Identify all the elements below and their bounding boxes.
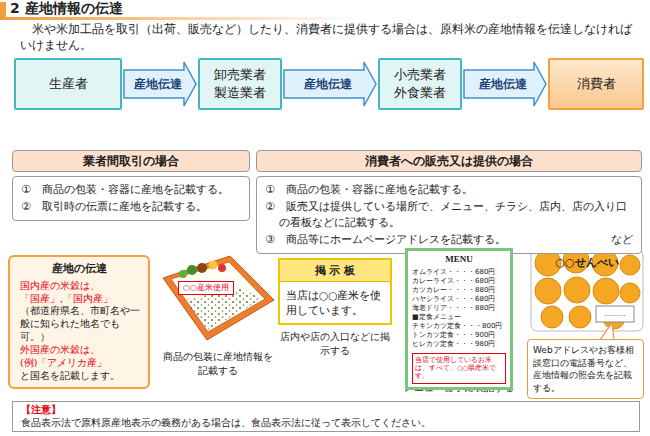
caption: 店内や店の入口などに掲示する [276, 330, 394, 357]
text-group: 掲 示 板 [280, 260, 390, 282]
caption: 商品の包装に産地情報を記載する [160, 350, 275, 377]
node-text: トンカツ定食・・・900円 [412, 331, 506, 340]
text-group: 卸売業者 製造業者 [210, 66, 270, 102]
bento-food [209, 261, 218, 270]
arrow-label: 産地伝達 [464, 75, 542, 93]
callout-pointer [600, 323, 614, 340]
process-box: 消費者 [548, 58, 644, 110]
text-group: 業者間取引の場合 [12, 150, 250, 172]
bento-food [187, 265, 197, 275]
bento-food [197, 263, 207, 273]
flow-arrow [284, 62, 376, 106]
node-text: （都道府県名、市町名や一般に知られた地名でも可。） [16, 305, 142, 343]
senbei-package [531, 249, 643, 331]
intro-text: 米や米加工品を取引（出荷、販売など）したり、消費者に提供する場合は、原料米の産地… [20, 22, 635, 53]
node-text: と国名を記載します。 [16, 370, 142, 383]
text-group: ① 商品の包装・容器に産地を記載する。② 販売又は提供している場所で、メニュー、… [256, 176, 642, 254]
node-text: 海老ドリア・・・・880円 [412, 304, 506, 313]
node-text: 小売業者 外食業者 [390, 66, 450, 102]
text-group: 小売業者 外食業者 [390, 66, 450, 102]
bento-tray [163, 256, 274, 340]
menu-note: 当店で使用しているお米は、すべて、○○県産米です。 [412, 353, 506, 384]
text-group: 産地の伝達国内産の米穀は、「国産」,「国内産」（都道府県名、市町名や一般に知られ… [16, 262, 142, 382]
tag-text: ……… [597, 308, 633, 320]
node-text: (例)「アメリカ産」 [16, 357, 142, 370]
node-text: Webアドレスやお客様相談窓口の電話番号など、産地情報の照会先を記載する。 [533, 344, 638, 394]
text-group: MENU オムライス・・・・680円カレーライス・・・680円カツカレー・・・・8… [412, 254, 506, 350]
bento-food [218, 264, 226, 272]
node-text: 業者間取引の場合 [13, 151, 249, 171]
node-text: チキンカツ定食・・・800円 [412, 322, 506, 331]
flow-arrow [124, 62, 196, 106]
method-panel: 業者間取引の場合 ① 商品の包装・容器に産地を記載する。② 取引時の伝票に産地を記… [12, 150, 250, 221]
title-underline [0, 17, 360, 20]
node-text: ② 取引時の伝票に産地を記載する。 [21, 199, 241, 216]
menu-card: MENU オムライス・・・・680円カレーライス・・・680円カツカレー・・・・8… [405, 248, 513, 390]
node-text: 当店で使用しているお米は、すべて、○○県産米です。 [415, 356, 503, 381]
node-text: ヒレカツ定食・・・980円 [412, 340, 506, 349]
text-row: ③ 商品等にホームページアドレスを記載する。 など [265, 232, 633, 249]
text-group: 消費者 [577, 75, 616, 93]
node-text: 「国産」,「国内産」 [16, 293, 142, 306]
process-box: 卸売業者 製造業者 [198, 58, 282, 110]
senbei-tag [596, 306, 634, 322]
package-sticker: ○○産米使用 [178, 281, 234, 295]
arrow-label: 産地伝達 [284, 75, 372, 93]
node-text: ■定食メニュー [412, 313, 506, 322]
node-text: 産地の伝達 [16, 262, 142, 277]
text-group: Webアドレスやお客様相談窓口の電話番号など、産地情報の照会先を記載する。 [533, 344, 638, 394]
node-text: など [611, 232, 633, 249]
node-text: ② 販売又は提供している場所で、メニュー、チラシ、店内、店の入り口の看板などに記… [265, 199, 633, 232]
node-text: 卸売業者 製造業者 [210, 66, 270, 102]
node-text: 掲 示 板 [280, 263, 390, 278]
process-box: 生産者 [14, 58, 122, 110]
notice-board: 掲 示 板当店は○○産米を使用しています。 [278, 258, 392, 325]
node-text: ① 商品の包装・容器に産地を記載する。 [265, 182, 633, 199]
node-text: 当店は○○産米を使用しています。 [286, 288, 384, 317]
flow-arrow [464, 62, 546, 106]
node-text: 【注意】 [21, 404, 631, 417]
callout-box: Webアドレスやお客様相談窓口の電話番号など、産地情報の照会先を記載する。 [527, 339, 644, 399]
note-box: 【注意】食品表示法で原料原産地表示の義務がある場合は、食品表示法に従って表示して… [12, 401, 640, 432]
node-text: MENU [412, 254, 506, 266]
node-text: カレーライス・・・680円 [412, 277, 506, 286]
text-group: 【注意】食品表示法で原料原産地表示の義務がある場合は、食品表示法に従って表示して… [21, 404, 631, 429]
node-text: 消費者への販売又は提供の場合 [257, 151, 641, 171]
node-text: ① 商品の包装・容器に産地を記載する。 [21, 182, 241, 199]
process-box: 小売業者 外食業者 [378, 58, 462, 110]
product-name: ○○せんべい [532, 255, 642, 270]
text-group: ① 商品の包装・容器に産地を記載する。② 取引時の伝票に産地を記載する。 [12, 176, 250, 221]
node-text: カツカレー・・・・880円 [412, 286, 506, 295]
node-text: 外国産の米穀は、 [16, 344, 142, 357]
title-tab [0, 2, 6, 17]
text-group: 当店で使用しているお米は、すべて、○○県産米です。 [415, 356, 503, 381]
title: 2 産地情報の伝達 [10, 0, 123, 17]
method-panel: 消費者への販売又は提供の場合 ① 商品の包装・容器に産地を記載する。② 販売又は提… [256, 150, 642, 254]
arrow-label: 産地伝達 [124, 75, 192, 93]
node-text: 国内産の米穀は、 [16, 280, 142, 293]
node-text: ③ 商品等にホームページアドレスを記載する。 [265, 232, 506, 249]
info-box: 産地の伝達国内産の米穀は、「国産」,「国内産」（都道府県名、市町名や一般に知られ… [8, 255, 150, 389]
node-text: 食品表示法で原料原産地表示の義務がある場合は、食品表示法に従って表示してください… [21, 417, 631, 430]
bento-inner [171, 262, 265, 332]
node-text: オムライス・・・・680円 [412, 268, 506, 277]
node-text: 生産者 [49, 75, 88, 93]
node-text: 消費者 [577, 75, 616, 93]
bento-food [179, 270, 187, 278]
text-group: 消費者への販売又は提供の場合 [256, 150, 642, 172]
text-group: 当店は○○産米を使用しています。 [280, 282, 390, 323]
text-group: 生産者 [49, 75, 88, 93]
node-text: ハヤシライス・・・680円 [412, 295, 506, 304]
